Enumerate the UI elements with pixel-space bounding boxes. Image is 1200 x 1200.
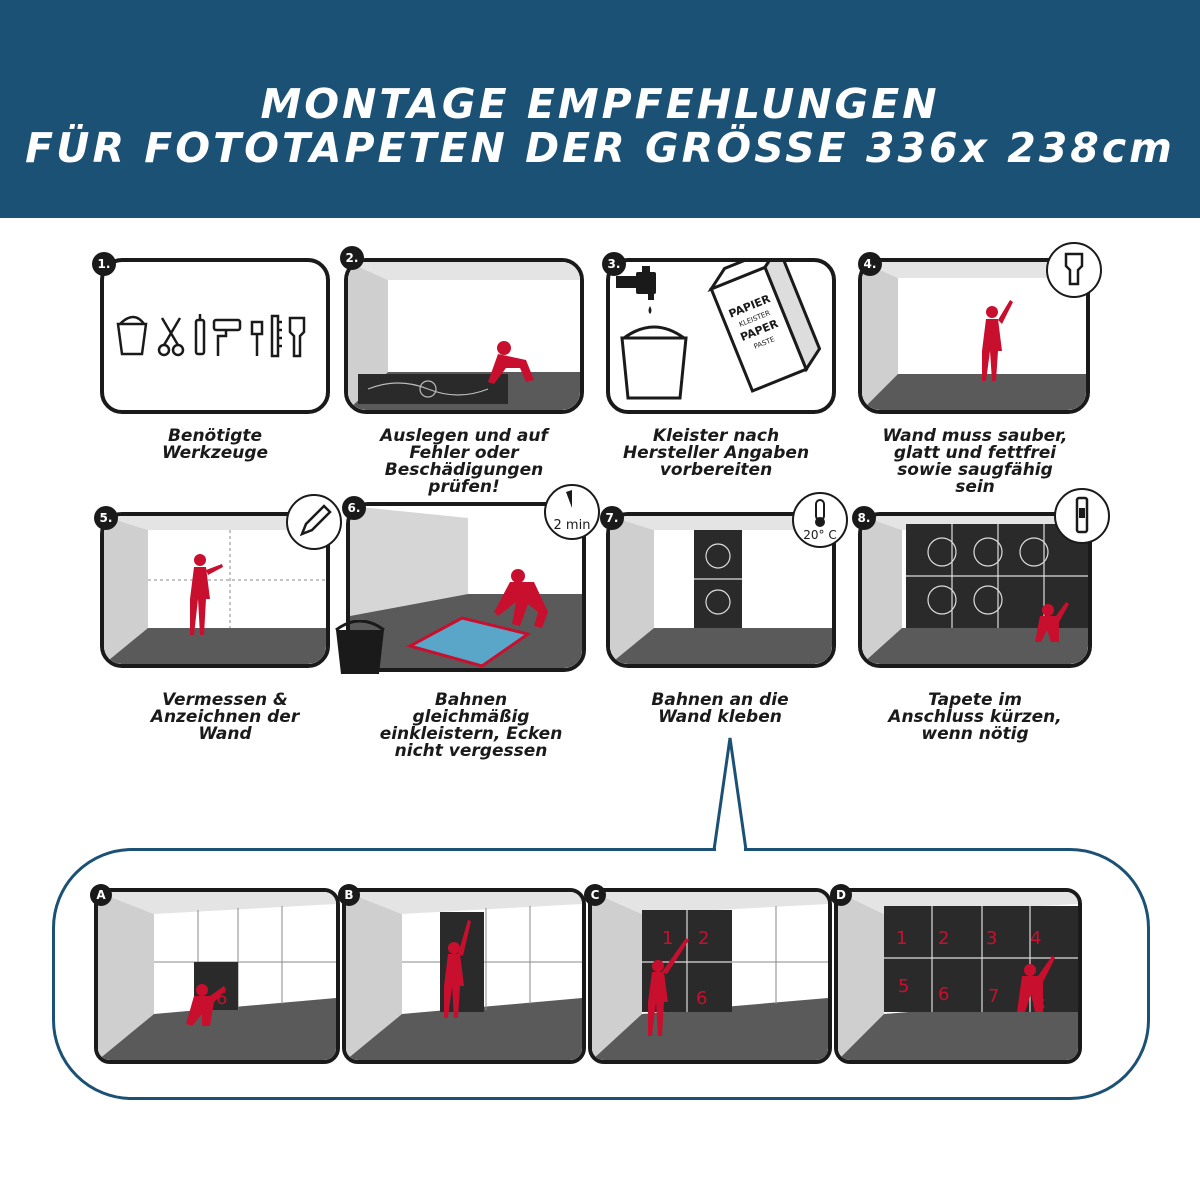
detail-a-illustration: 6 (94, 888, 340, 1064)
step-8-illustration (858, 512, 1092, 668)
svg-text:7: 7 (988, 986, 999, 1007)
pencil-icon (299, 504, 332, 537)
svg-text:6: 6 (696, 988, 707, 1009)
page-title-line-1: MONTAGE EMPFEHLUNGEN (260, 80, 940, 128)
step-6-illustration (346, 502, 586, 672)
worker-figure (488, 341, 534, 384)
bucket-icon (620, 325, 688, 400)
detail-letter-d: D (830, 884, 852, 906)
faucet-icon (616, 266, 656, 314)
step-3-illustration: PAPIER KLEISTER PAPER PASTE (606, 258, 836, 414)
paste-box-icon: PAPIER KLEISTER PAPER PASTE (707, 262, 822, 393)
step-4-illustration (858, 258, 1090, 414)
step-6-caption: Bahnen gleichmäßig einkleistern, Ecken n… (379, 690, 563, 761)
worker-figure (190, 554, 223, 635)
detail-b-illustration (342, 888, 586, 1064)
svg-text:5: 5 (898, 976, 909, 997)
detail-letter-c: C (584, 884, 606, 906)
step-number-6: 6. (342, 496, 366, 520)
step-1-illustration (100, 258, 330, 414)
step-1-caption: Benötigte Werkzeuge (161, 426, 269, 463)
step-2-caption: Auslegen und auf Fehler oder Beschädigun… (380, 426, 548, 497)
step-number-3: 3. (602, 252, 626, 276)
worker-figure (1017, 956, 1055, 1012)
svg-text:2: 2 (938, 928, 949, 949)
step-number-7: 7. (600, 506, 624, 530)
svg-text:6: 6 (216, 988, 227, 1009)
spatula-badge (1046, 242, 1102, 298)
svg-text:5: 5 (656, 980, 667, 1001)
svg-text:1: 1 (662, 928, 673, 949)
step-number-2: 2. (340, 246, 364, 270)
temperature-label: 20° C (803, 528, 837, 542)
step-2-illustration (344, 258, 584, 414)
svg-text:4: 4 (1030, 928, 1041, 949)
timer-icon (566, 490, 572, 508)
step-5-caption: Vermessen & Anzeichnen der Wand (150, 690, 300, 744)
worker-figure (494, 569, 548, 628)
thermometer-icon (815, 499, 825, 527)
svg-text:2: 2 (698, 928, 709, 949)
temperature-badge: 20° C (792, 492, 848, 548)
svg-text:8: 8 (1034, 994, 1045, 1015)
cutter-badge (1054, 488, 1110, 544)
worker-figure (186, 984, 226, 1026)
svg-text:6: 6 (938, 984, 949, 1005)
step-number-5: 5. (94, 506, 118, 530)
timer-label: 2 min (553, 518, 591, 533)
pencil-badge (286, 494, 342, 550)
detail-letter-b: B (338, 884, 360, 906)
svg-text:3: 3 (986, 928, 997, 949)
worker-figure (1035, 602, 1069, 642)
worker-figure (648, 938, 689, 1036)
cutter-knife-icon (1075, 496, 1089, 534)
page-title-line-2: FÜR FOTOTAPETEN DER GRÖSSE 336x 238cm (25, 124, 1175, 172)
tools-icon-set (116, 314, 306, 358)
step-7-caption: Bahnen an die Wand kleben (651, 690, 789, 727)
detail-c-illustration: 1 2 5 6 (588, 888, 832, 1064)
timer-badge: 2 min (544, 484, 600, 540)
detail-d-illustration: 1 2 3 4 5 6 7 8 (834, 888, 1082, 1064)
svg-text:1: 1 (896, 928, 907, 949)
step-3-caption: Kleister nach Hersteller Angaben vorbere… (622, 426, 810, 480)
step-8-caption: Tapete im Anschluss kürzen, wenn nötig (888, 690, 1062, 744)
step-number-4: 4. (858, 252, 882, 276)
step-number-1: 1. (92, 252, 116, 276)
worker-figure (982, 300, 1013, 381)
detail-letter-a: A (90, 884, 112, 906)
header-banner: MONTAGE EMPFEHLUNGEN FÜR FOTOTAPETEN DER… (0, 0, 1200, 218)
spatula-icon (1064, 252, 1084, 286)
paste-bucket-icon (335, 620, 385, 674)
step-number-8: 8. (852, 506, 876, 530)
worker-figure (444, 920, 471, 1018)
step-4-caption: Wand muss sauber, glatt und fettfrei sow… (882, 426, 1068, 497)
